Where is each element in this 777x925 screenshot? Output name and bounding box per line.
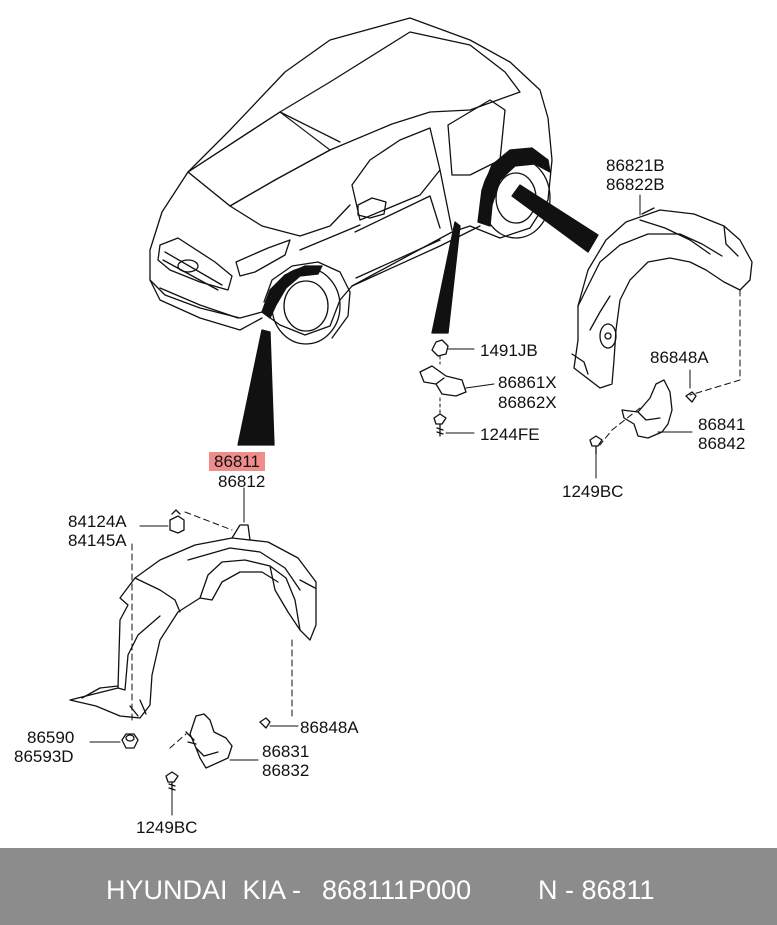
callout-84145a[interactable]: 84145A [68,531,127,550]
callout-86812[interactable]: 86812 [218,472,266,491]
front-wheel-liner [69,524,317,719]
front-guide-lines [131,511,293,749]
callout-front-86848a[interactable]: 86848A [300,718,359,737]
rear-leader-lines [595,194,693,479]
callout-1244fe[interactable]: 1244FE [480,425,540,444]
callout-86841[interactable]: 86841 [698,415,746,434]
grommet-icon [259,717,271,729]
callout-86832[interactable]: 86832 [262,761,310,780]
car-illustration [149,17,553,345]
screw-icon [165,771,179,791]
parts-diagram [69,17,753,816]
callout-86811[interactable]: 86811 [209,452,266,471]
front-mud-flap [185,713,233,769]
leader-arrows [237,184,599,446]
callout-1491jb[interactable]: 1491JB [480,341,538,360]
callout-rear-86848a[interactable]: 86848A [650,348,709,367]
callout-86821b[interactable]: 86821B [606,156,665,175]
nut-icon [169,509,185,534]
rear-guide-lines [599,289,741,446]
callout-rear-1249bc[interactable]: 1249BC [562,482,624,501]
callout-86831[interactable]: 86831 [262,742,310,761]
callout-front-1249bc[interactable]: 1249BC [136,818,198,837]
footer-part-number: 868111P000 [322,875,472,905]
rear-mud-flap [621,379,673,439]
footer-ref: N - 86811 [538,875,655,905]
callout-86822b[interactable]: 86822B [606,175,665,194]
grommet-icon [685,391,697,403]
footer-brand: HYUNDAI KIA - [106,875,302,905]
callout-86593d[interactable]: 86593D [14,747,74,766]
side-hardware [419,339,495,437]
callout-86862x[interactable]: 86862X [498,393,557,412]
part-number-footer: HYUNDAI KIA - 868111P000 N - 86811 [0,848,777,925]
callout-86842[interactable]: 86842 [698,434,746,453]
callout-86861x[interactable]: 86861X [498,373,557,392]
front-leader-lines [89,487,299,816]
screw-icon [589,435,603,455]
callout-84124a[interactable]: 84124A [68,512,127,531]
clip-icon [121,733,139,749]
callout-86590[interactable]: 86590 [27,728,75,747]
